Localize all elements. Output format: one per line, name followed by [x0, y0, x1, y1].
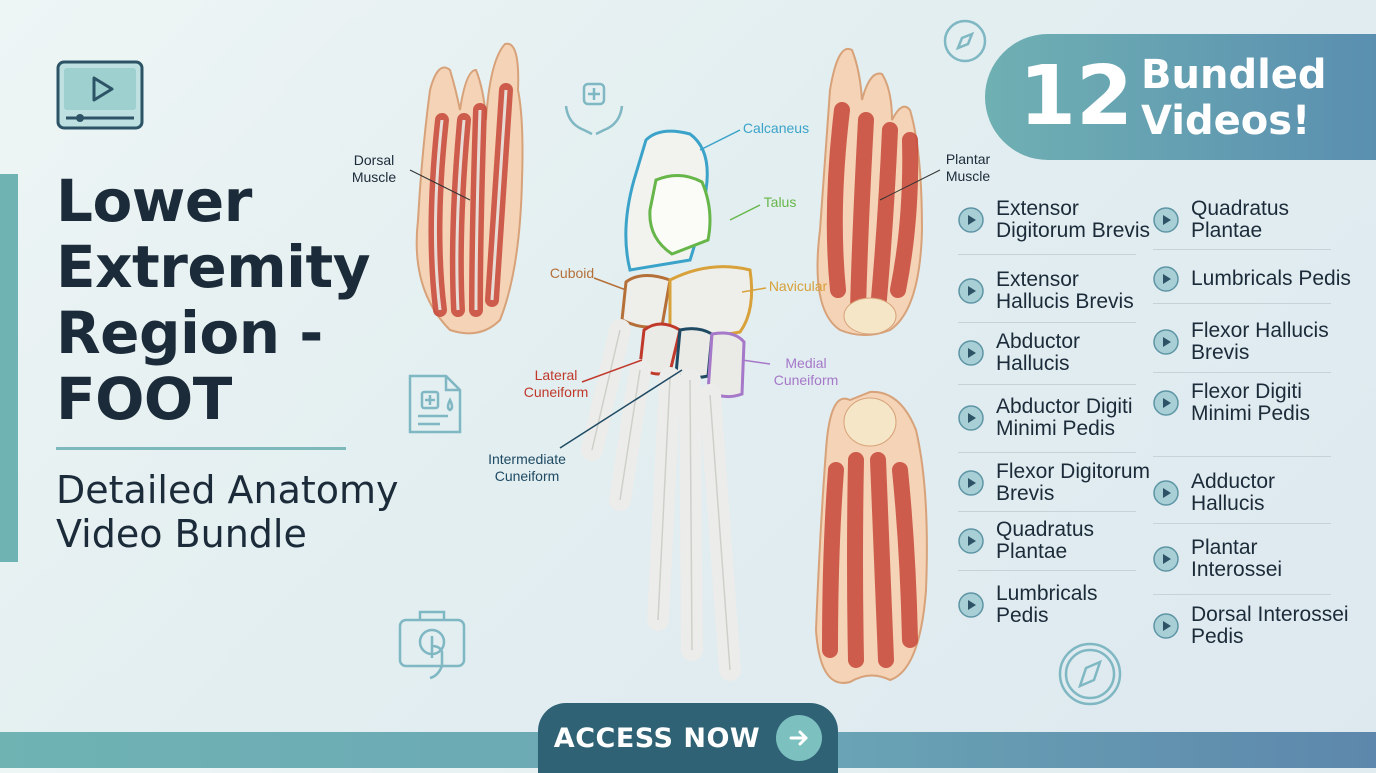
access-now-label: ACCESS NOW — [553, 722, 761, 754]
list-divider — [958, 254, 1136, 255]
play-icon — [1153, 329, 1179, 355]
page-subtitle: Detailed Anatomy Video Bundle — [56, 468, 399, 556]
medical-kit-touch-icon — [396, 606, 468, 691]
list-divider — [958, 570, 1136, 571]
compass-icon — [942, 18, 988, 69]
play-icon — [958, 405, 984, 431]
video-player-icon — [56, 60, 144, 130]
video-item-label: Lumbricals Pedis — [1191, 267, 1351, 290]
play-icon — [958, 592, 984, 618]
video-count: 12 — [1019, 49, 1134, 144]
play-icon — [958, 340, 984, 366]
play-icon — [1153, 266, 1179, 292]
list-divider — [1153, 456, 1331, 457]
cuboid-label: Cuboid — [549, 265, 595, 281]
play-icon — [1153, 480, 1179, 506]
arrow-right-icon — [776, 715, 823, 761]
plantar-deep-foot-diagram — [814, 390, 928, 684]
list-divider — [1153, 249, 1331, 250]
play-icon — [1153, 613, 1179, 639]
foot-skeleton-diagram — [581, 129, 754, 681]
list-divider — [1153, 594, 1331, 595]
play-icon — [1153, 390, 1179, 416]
medical-hands-icon — [562, 78, 626, 145]
video-item-lumbricals-pedis[interactable]: Lumbricals Pedis — [1153, 266, 1351, 292]
list-divider — [1153, 303, 1331, 304]
plantar-foot-diagram — [816, 47, 924, 336]
play-icon — [958, 470, 984, 496]
page-title: Lower Extremity Region - FOOT — [56, 167, 371, 433]
list-divider — [958, 511, 1136, 512]
play-icon — [1153, 546, 1179, 572]
list-divider — [1153, 523, 1331, 524]
compass-icon — [1056, 640, 1124, 713]
list-divider — [958, 322, 1136, 323]
play-icon — [1153, 207, 1179, 233]
list-divider — [958, 384, 1136, 385]
access-now-button[interactable]: ACCESS NOW — [538, 703, 838, 773]
list-divider — [1153, 372, 1331, 373]
calcaneus-label: Calcaneus — [742, 120, 810, 136]
list-divider — [958, 452, 1136, 453]
foot-anatomy-illustration — [330, 30, 950, 710]
navicular-label: Navicular — [768, 278, 828, 294]
left-accent-bar — [0, 174, 18, 562]
play-icon — [958, 278, 984, 304]
play-icon — [958, 528, 984, 554]
dorsal-foot-diagram — [415, 42, 524, 335]
title-divider — [56, 447, 346, 450]
play-icon — [958, 207, 984, 233]
medical-document-icon — [402, 370, 468, 443]
talus-label: Talus — [763, 194, 797, 210]
